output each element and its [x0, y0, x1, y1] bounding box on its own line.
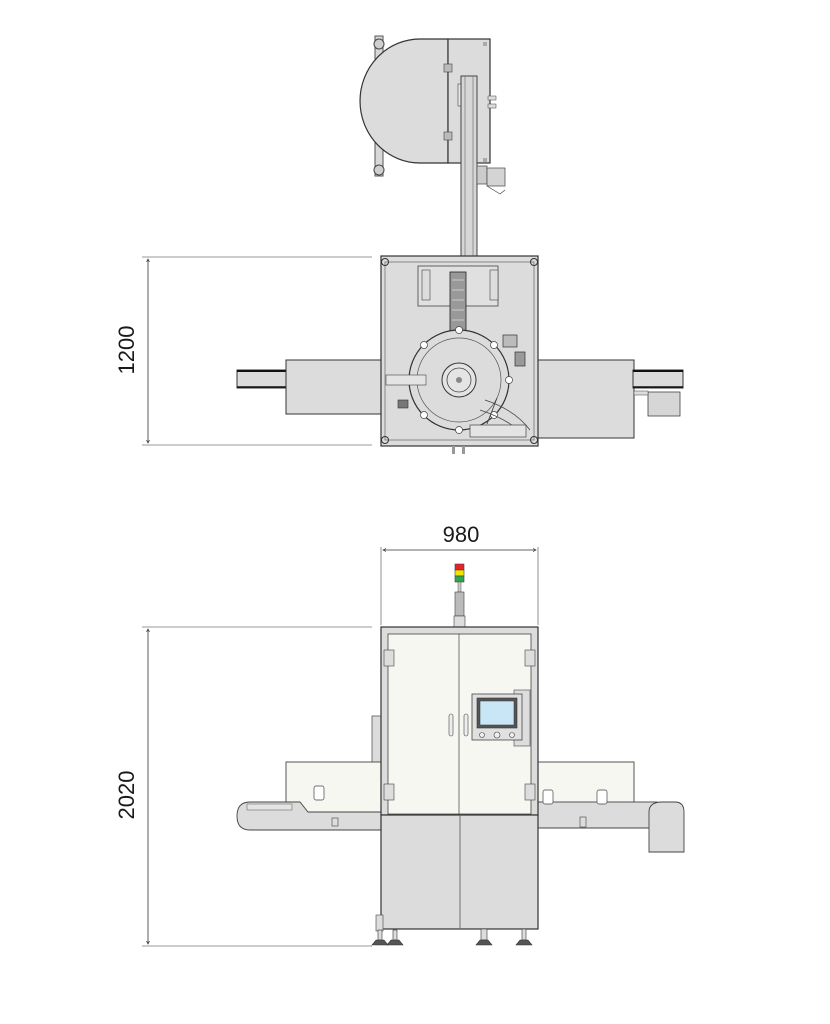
latch-icon: [313, 785, 325, 801]
conveyor-left-top: [236, 359, 383, 415]
dimension-1200: 1200: [114, 256, 372, 446]
bin-hopper: [359, 35, 497, 177]
conveyor-right-top: [536, 359, 684, 439]
dimension-label-height: 2020: [114, 771, 139, 820]
main-frame-top: [380, 255, 539, 454]
signal-light-green: [454, 575, 465, 583]
conveyor-left-front: [236, 715, 383, 831]
hmi-panel: [471, 689, 531, 747]
leveling-feet: [371, 928, 533, 946]
dimension-label-depth: 1200: [114, 326, 139, 375]
door-handle-left: [448, 713, 454, 737]
front-view: 980 2020: [114, 522, 685, 947]
cabinet-lower: [371, 814, 539, 946]
latch-icon: [596, 789, 608, 805]
signal-light-yellow: [454, 569, 465, 577]
dimension-2020: 2020: [114, 626, 372, 947]
conveyor-right-front: [536, 761, 685, 853]
cabinet-upper: [380, 626, 539, 816]
dimension-980: 980: [380, 522, 539, 625]
signal-tower: [453, 563, 466, 628]
hmi-screen: [479, 700, 515, 726]
latch-icon: [542, 789, 554, 805]
signal-light-red: [454, 563, 465, 571]
door-handle-right: [463, 713, 469, 737]
dimension-label-width: 980: [443, 522, 480, 547]
top-view: 1200: [114, 35, 684, 454]
